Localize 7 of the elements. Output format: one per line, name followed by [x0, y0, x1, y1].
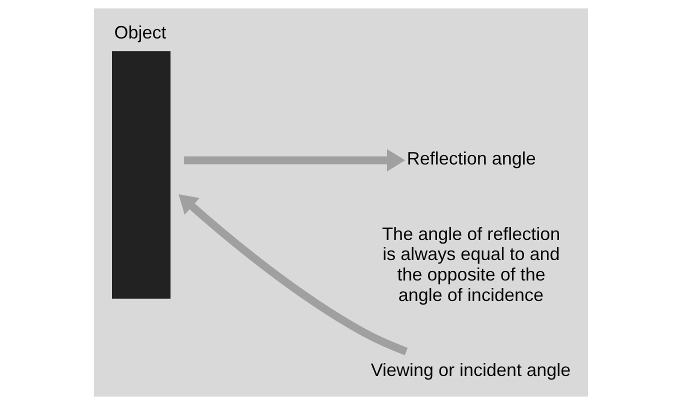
- node-box: [112, 51, 171, 299]
- node-label: Object: [114, 22, 166, 43]
- node-text: Reflection angle: [406, 148, 536, 169]
- label: The angle of reflection is always equal to and the opposite of the angle of incidence: [382, 224, 560, 305]
- arrow: [184, 149, 406, 172]
- node-text: Viewing or incident angle: [370, 360, 571, 380]
- arrow: [178, 194, 408, 356]
